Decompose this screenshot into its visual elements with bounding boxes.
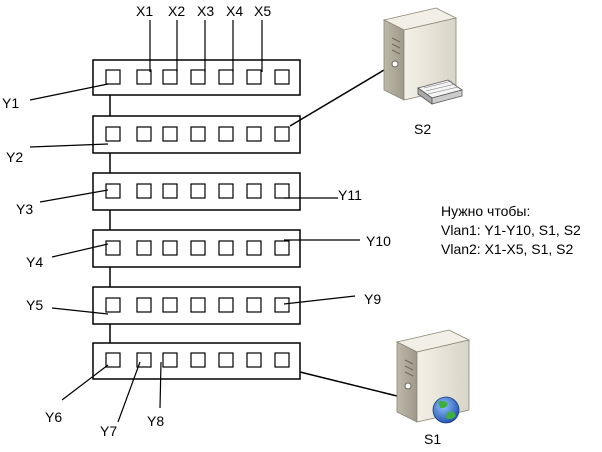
server-with-globe-icon — [395, 329, 471, 424]
label-x3: X3 — [197, 3, 214, 19]
link-s2 — [289, 69, 385, 127]
label-y10: Y10 — [366, 233, 391, 249]
switch-4 — [92, 229, 301, 268]
switch-5 — [92, 286, 301, 325]
link-s1 — [299, 371, 398, 397]
switch-2 — [92, 115, 301, 154]
label-y1: Y1 — [2, 95, 19, 111]
label-x4: X4 — [226, 3, 243, 19]
server-with-keyboard-icon — [382, 7, 463, 105]
switch-3 — [92, 172, 301, 211]
label-y4: Y4 — [26, 254, 43, 270]
label-y5: Y5 — [26, 297, 43, 313]
label-y3: Y3 — [16, 201, 33, 217]
label-s2: S2 — [414, 121, 431, 137]
x-links — [149, 20, 263, 72]
label-y9: Y9 — [364, 291, 381, 307]
switch-1 — [92, 59, 301, 96]
label-y6: Y6 — [45, 409, 62, 425]
label-x1: X1 — [136, 3, 153, 19]
label-x2: X2 — [168, 3, 185, 19]
label-y8: Y8 — [147, 413, 164, 429]
note-title: Нужно чтобы: — [441, 203, 531, 219]
switch-6 — [92, 342, 301, 380]
label-y2: Y2 — [6, 149, 23, 165]
label-s1: S1 — [424, 431, 441, 447]
requirements-note: Нужно чтобы: Vlan1: Y1-Y10, S1, S2 Vlan2… — [441, 202, 581, 259]
label-y11: Y11 — [338, 187, 362, 203]
note-vlan1: Vlan1: Y1-Y10, S1, S2 — [441, 222, 581, 238]
label-x5: X5 — [254, 3, 271, 19]
note-vlan2: Vlan2: X1-X5, S1, S2 — [441, 241, 574, 257]
y-links — [29, 83, 360, 423]
label-y7: Y7 — [100, 423, 117, 439]
